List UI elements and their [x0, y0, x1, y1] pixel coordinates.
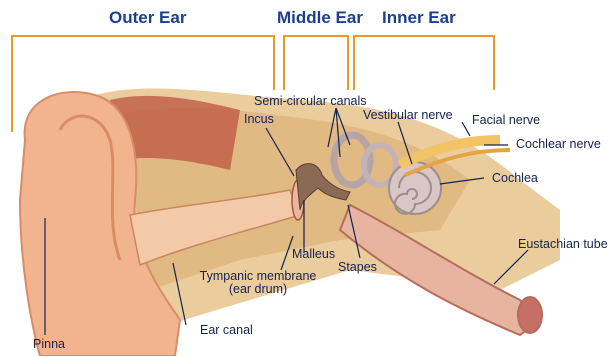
semicircular-label: Semi-circular canals: [254, 95, 367, 108]
cochlear-nerve-label: Cochlear nerve: [516, 138, 601, 151]
cochlea-label: Cochlea: [492, 172, 538, 185]
malleus-label: Malleus: [292, 248, 335, 261]
stapes-label: Stapes: [338, 261, 377, 274]
middle-ear-title: Middle Ear: [277, 9, 363, 26]
tympanic-label-line1: Tympanic membrane: [200, 269, 317, 283]
vestibular-label: Vestibular nerve: [363, 109, 453, 122]
facial-label: Facial nerve: [472, 114, 540, 127]
pinna-label: Pinna: [33, 338, 65, 351]
eustachian-label: Eustachian tube: [518, 238, 608, 251]
bracket-inner: [354, 36, 494, 90]
tympanic-label: Tympanic membrane (ear drum): [192, 270, 324, 296]
outer-ear-title: Outer Ear: [109, 9, 186, 26]
tympanic-label-line2: (ear drum): [229, 282, 287, 296]
inner-ear-title: Inner Ear: [382, 9, 456, 26]
bracket-middle: [284, 36, 348, 90]
ear-canal-label: Ear canal: [200, 324, 253, 337]
eustachian-opening: [518, 297, 542, 333]
incus-label: Incus: [244, 113, 274, 126]
